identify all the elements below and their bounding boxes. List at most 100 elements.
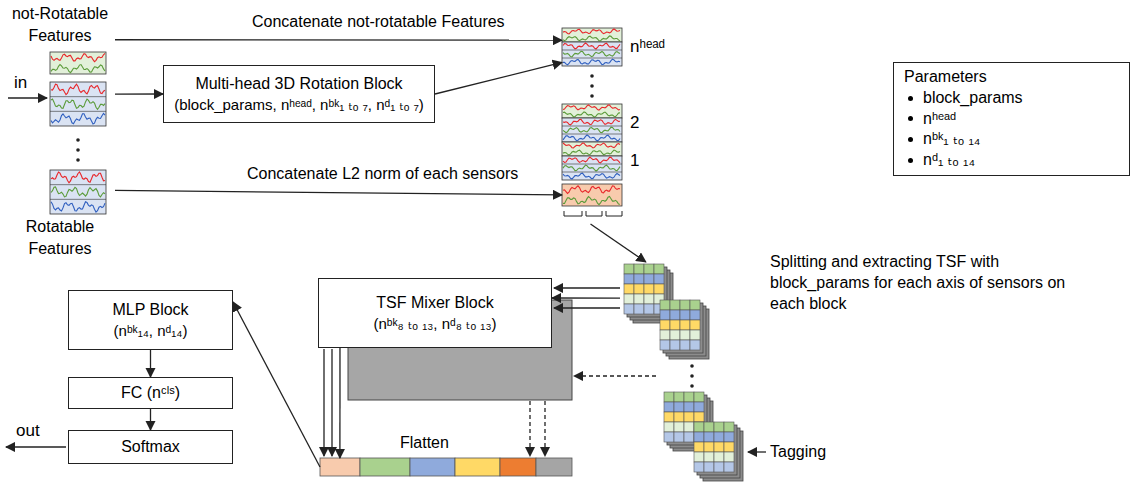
- tensor-cell: [680, 310, 690, 320]
- tensor-cell: [644, 284, 654, 294]
- tensor-cell: [694, 412, 704, 422]
- output-arrow: [331, 349, 332, 456]
- feature-segment: [410, 458, 455, 476]
- tensor-cell: [690, 340, 700, 350]
- flow-arrow: [591, 224, 646, 262]
- box-title: TSF Mixer Block: [376, 293, 493, 314]
- ellipsis-dot: [76, 138, 80, 142]
- tensor-cell: [694, 432, 704, 442]
- tensor-cell: [644, 304, 654, 314]
- tensor-cell: [670, 330, 680, 340]
- signal-wave: [51, 113, 105, 124]
- tensor-cell: [634, 264, 644, 274]
- ellipsis-dot: [690, 364, 694, 368]
- tensor-cell: [634, 274, 644, 284]
- box-parameters: (block_params, nʰᵉᵃᵈ, nᵇᵏ₁ ₜₒ ₇, nᵈ₁ ₜₒ …: [174, 95, 424, 115]
- tensor-cell: [674, 402, 684, 412]
- signal-wave: [563, 186, 620, 194]
- process-box: Softmax: [68, 430, 233, 464]
- signal-wave: [51, 172, 105, 183]
- input-arrow: [8, 97, 47, 98]
- tensor-cell: [704, 462, 714, 472]
- tensor-cell: [634, 284, 644, 294]
- tensor-layer: [700, 428, 740, 478]
- dashed-arrow: [529, 401, 530, 456]
- feature-segment: [455, 458, 500, 476]
- tsf-tensors: [624, 264, 743, 481]
- tensor-cell: [660, 330, 670, 340]
- strip-divider: [562, 164, 622, 165]
- tensor-cell: [690, 310, 700, 320]
- tensor-cell: [684, 402, 694, 412]
- feature-segment: [500, 458, 536, 476]
- tensor-cell: [714, 442, 724, 452]
- signal-wave: [51, 64, 105, 72]
- signal-wave: [563, 36, 620, 41]
- ellipsis-dot: [690, 384, 694, 388]
- tensor-cell: [694, 392, 704, 402]
- dashed-arrow: [544, 401, 545, 456]
- parameter-item: nᵈ₁ ₜₒ ₁₄: [923, 150, 975, 171]
- group-label: not-Rotatable Features: [5, 3, 115, 48]
- tensor-cell: [660, 310, 670, 320]
- signal-wave: [563, 59, 620, 65]
- flow-arrow: [339, 348, 340, 458]
- ellipsis-dot: [76, 148, 80, 152]
- feature-strip: [562, 142, 622, 156]
- strip-divider: [562, 50, 622, 51]
- tensor-cell: [704, 452, 714, 462]
- group-label: Tagging: [770, 442, 826, 463]
- box-parameters: (nᵇᵏ₈ ₜₒ ₁₃, nᵈ₈ ₜₒ ₁₃): [373, 314, 496, 334]
- tensor-cell: [690, 300, 700, 310]
- process-box: FC (nᶜˡˢ): [68, 377, 233, 409]
- tensor-cell: [634, 304, 644, 314]
- tensor-cell: [670, 340, 680, 350]
- ellipsis-dot: [690, 374, 694, 378]
- tensor-layer: [666, 306, 706, 356]
- tensor-cell: [694, 452, 704, 462]
- box-title: Multi-head 3D Rotation Block: [195, 74, 402, 95]
- strip-divider: [562, 58, 622, 59]
- tensor-cell: [660, 340, 670, 350]
- feature-group: not-Rotatable Features: [5, 3, 115, 78]
- split-bracket: [564, 211, 622, 216]
- tensor-cell: [680, 340, 690, 350]
- tensor-cell: [694, 422, 704, 432]
- feature-strip: [50, 170, 106, 214]
- ellipsis-dot: [76, 158, 80, 162]
- feature-segment: [536, 458, 572, 476]
- tensor-cell: [654, 284, 664, 294]
- signal-wave: [563, 127, 620, 133]
- group-label: 1: [630, 150, 639, 172]
- feature-strip: [562, 42, 622, 66]
- leader-arrow: [748, 451, 766, 452]
- feature-strip: [50, 82, 106, 126]
- signal-wave: [51, 53, 105, 61]
- signal-wave: [51, 187, 105, 197]
- signal-wave: [563, 119, 620, 125]
- input-arrow: [554, 307, 620, 308]
- io-label: out: [14, 420, 42, 442]
- group-label: 2: [630, 112, 639, 134]
- tensor-cell: [714, 452, 724, 462]
- tensor-cell: [694, 462, 704, 472]
- io-label: in: [12, 72, 29, 94]
- dashed-arrow: [574, 375, 656, 376]
- tensor-cell: [670, 300, 680, 310]
- signal-wave: [563, 135, 620, 141]
- feature-strips: [50, 28, 622, 214]
- box-parameters: (nᵇᵏ₁₄, nᵈ₁₄): [114, 321, 188, 341]
- flow-arrow: [115, 39, 562, 41]
- tensor-cell: [684, 412, 694, 422]
- flow-arrow: [435, 62, 562, 94]
- signal-wave: [51, 84, 105, 95]
- box-title: Parameters: [904, 67, 987, 88]
- tensor-cell: [714, 432, 724, 442]
- tensor-cell: [690, 330, 700, 340]
- group-label: Flatten: [400, 433, 449, 454]
- feature-strip: [562, 118, 622, 142]
- bullet: [908, 96, 913, 101]
- strip-divider: [562, 172, 622, 173]
- signal-wave: [51, 202, 105, 212]
- strip-divider: [50, 111, 106, 112]
